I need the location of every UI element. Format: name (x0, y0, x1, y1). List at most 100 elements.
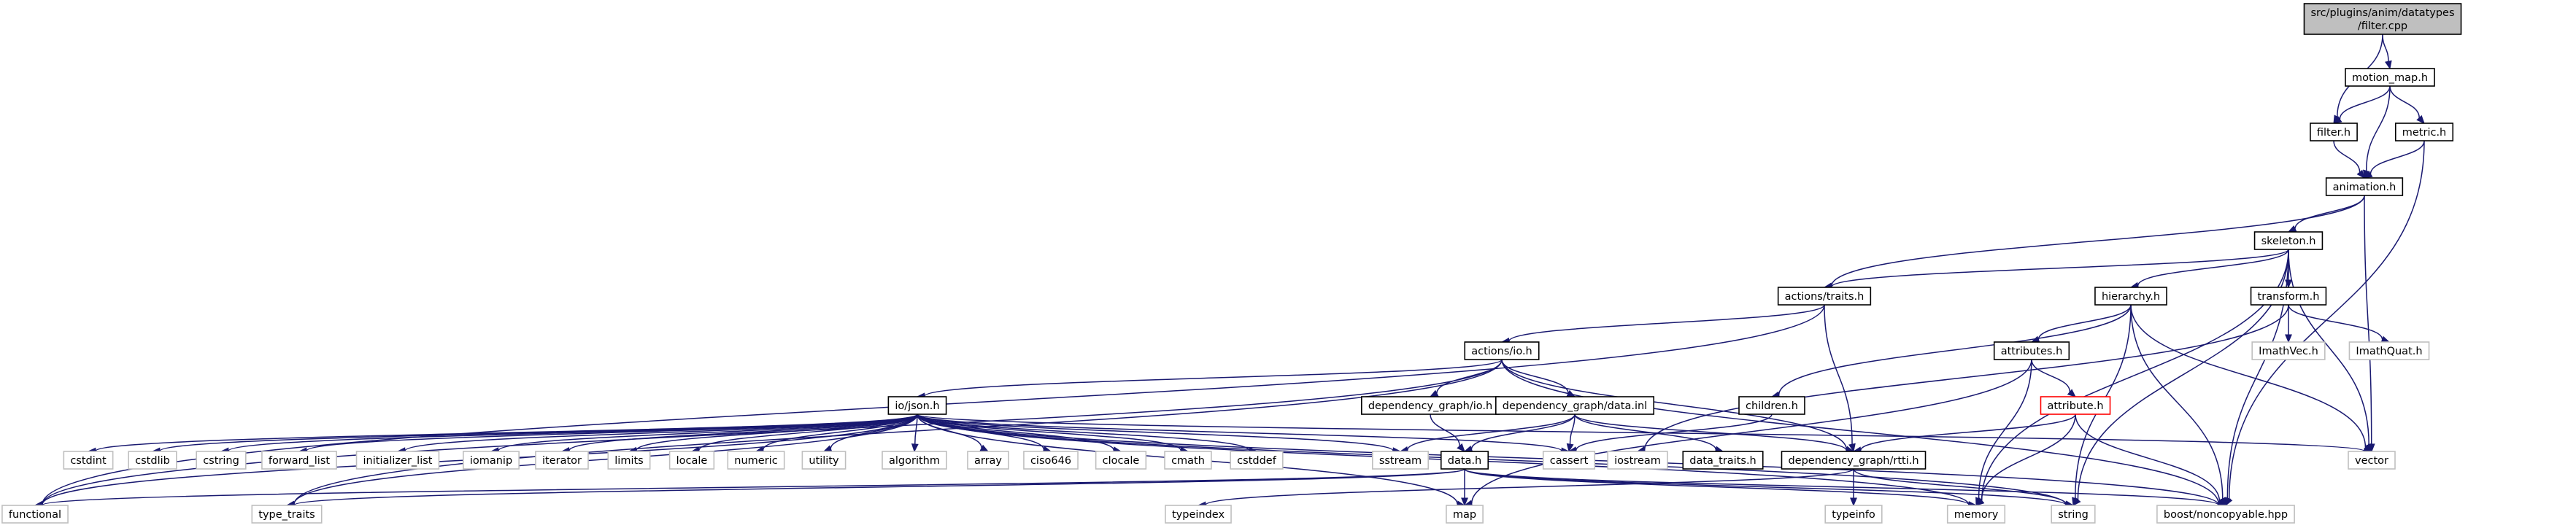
node-label: cstring (203, 455, 239, 467)
node-label: data_traits.h (1689, 455, 1756, 467)
node-dg-rtti[interactable]: dependency_graph/rtti.h (1781, 451, 1927, 470)
node-label: ciso646 (1030, 455, 1071, 467)
node-label: utility (809, 455, 839, 467)
node-motion-map[interactable]: motion_map.h (2345, 68, 2435, 87)
node-label: ImathQuat.h (2356, 346, 2422, 357)
node-cassert: cassert (1542, 451, 1596, 470)
node-cstdint: cstdint (63, 451, 114, 470)
node-array: array (967, 451, 1009, 470)
edge-data_h-to-type_traits (285, 468, 1465, 509)
node-data-traits[interactable]: data_traits.h (1682, 451, 1764, 470)
edge-transform-to-imathquat (2288, 304, 2391, 343)
node-label: iostream (1614, 455, 1661, 467)
edge-motion_map-to-filter (2332, 85, 2391, 124)
edge-motion_map-to-metric (2389, 85, 2425, 124)
node-children[interactable]: children.h (1738, 396, 1805, 415)
node-string: string (2051, 505, 2096, 524)
node-label: sstream (1379, 455, 1422, 467)
node-label: string (2058, 509, 2089, 521)
node-forward-list: forward_list (261, 451, 337, 470)
node-label: numeric (734, 455, 777, 467)
node-ciso646: ciso646 (1023, 451, 1079, 470)
node-label: dependency_graph/data.inl (1503, 400, 1647, 412)
edge-transform-to-iostream (1636, 304, 2289, 454)
edge-animation-to-skeleton (2287, 195, 2365, 233)
node-label: functional (9, 509, 61, 521)
node-label: actions/traits.h (1785, 291, 1864, 303)
edge-actions_io-to-io_json (916, 359, 1503, 400)
edge-dg_io-to-data_h (1430, 414, 1465, 452)
node-boost-noncopyable: boost/noncopyable.hpp (2156, 505, 2295, 524)
node-limits: limits (607, 451, 651, 470)
node-typeinfo: typeinfo (1824, 505, 1883, 524)
node-utility: utility (801, 451, 847, 470)
node-label: cassert (1550, 455, 1589, 467)
node-label: cstddef (1237, 455, 1277, 467)
edges-layer (34, 34, 2425, 509)
node-io-json[interactable]: io/json.h (887, 396, 947, 415)
node-attributes[interactable]: attributes.h (1993, 341, 2070, 360)
edge-dg_data-to-cassert (1566, 414, 1576, 453)
node-locale: locale (668, 451, 715, 470)
node-label: vector (2355, 455, 2388, 467)
node-label: forward_list (269, 455, 330, 467)
node-label: type_traits (258, 509, 315, 521)
node-functional: functional (1, 505, 69, 524)
node-label: map (1453, 509, 1476, 521)
node-dg-io[interactable]: dependency_graph/io.h (1361, 396, 1500, 415)
node-label: initializer_list (363, 455, 433, 467)
node-type-traits: type_traits (251, 505, 323, 524)
edge-motion_map-to-animation (2363, 85, 2391, 179)
node-label: hierarchy.h (2102, 291, 2160, 303)
node-filter[interactable]: filter.h (2310, 123, 2358, 141)
node-label: typeindex (1172, 509, 1225, 521)
node-hierarchy[interactable]: hierarchy.h (2094, 287, 2167, 306)
node-label: data.h (1448, 455, 1481, 467)
node-label: src/plugins/anim/datatypes (2310, 7, 2454, 19)
node-iostream: iostream (1607, 451, 1668, 470)
edge-hierarchy-to-boost_noncopyable (2130, 304, 2226, 507)
node-transform[interactable]: transform.h (2250, 287, 2327, 306)
node-label: locale (676, 455, 708, 467)
node-cstdlib: cstdlib (128, 451, 177, 470)
node-imathvec: ImathVec.h (2251, 341, 2326, 360)
node-label: ImathVec.h (2259, 346, 2318, 357)
node-root[interactable]: src/plugins/anim/datatypes/filter.cpp (2303, 3, 2462, 35)
node-label: limits (614, 455, 643, 467)
edge-io_json-to-sstream (917, 414, 1402, 455)
node-memory: memory (1946, 505, 2006, 524)
edge-dg_rtti-to-typeinfo (1850, 469, 1857, 507)
edge-io_json-to-algorithm (911, 414, 919, 453)
node-iomanip: iomanip (463, 451, 520, 470)
node-skeleton[interactable]: skeleton.h (2253, 231, 2324, 250)
node-label: clocale (1103, 455, 1140, 467)
edge-actions_traits-to-dg_rtti (1824, 304, 1856, 453)
node-attribute[interactable]: attribute.h (2040, 396, 2111, 415)
node-label: cmath (1171, 455, 1205, 467)
node-label: dependency_graph/rtti.h (1788, 455, 1918, 467)
node-label: attribute.h (2047, 400, 2103, 412)
node-actions-traits[interactable]: actions/traits.h (1777, 287, 1872, 306)
node-vector: vector (2348, 451, 2396, 470)
node-dg-data[interactable]: dependency_graph/data.inl (1495, 396, 1655, 415)
node-label: typeinfo (1832, 509, 1875, 521)
edge-data_h-to-boost_noncopyable (1464, 468, 2227, 509)
node-label: attributes.h (2001, 346, 2063, 357)
edge-skeleton-to-actions_traits (1823, 249, 2289, 291)
node-label: motion_map.h (2352, 72, 2428, 84)
node-label: /filter.cpp (2358, 20, 2407, 32)
edge-filter-to-animation (2333, 140, 2365, 179)
node-actions-io[interactable]: actions/io.h (1464, 341, 1540, 360)
node-label: dependency_graph/io.h (1368, 400, 1492, 412)
node-animation[interactable]: animation.h (2325, 177, 2404, 196)
edge-attributes-to-attribute (2031, 359, 2076, 397)
node-data-h[interactable]: data.h (1440, 451, 1489, 470)
edge-hierarchy-to-children (1770, 304, 2132, 399)
node-cmath: cmath (1164, 451, 1212, 470)
node-label: iterator (542, 455, 582, 467)
nodes-layer: src/plugins/anim/datatypes/filter.cpp mot… (1, 3, 2462, 524)
edge-skeleton-to-hierarchy (2129, 249, 2289, 290)
node-label: actions/io.h (1471, 346, 1532, 357)
node-metric[interactable]: metric.h (2394, 123, 2454, 141)
